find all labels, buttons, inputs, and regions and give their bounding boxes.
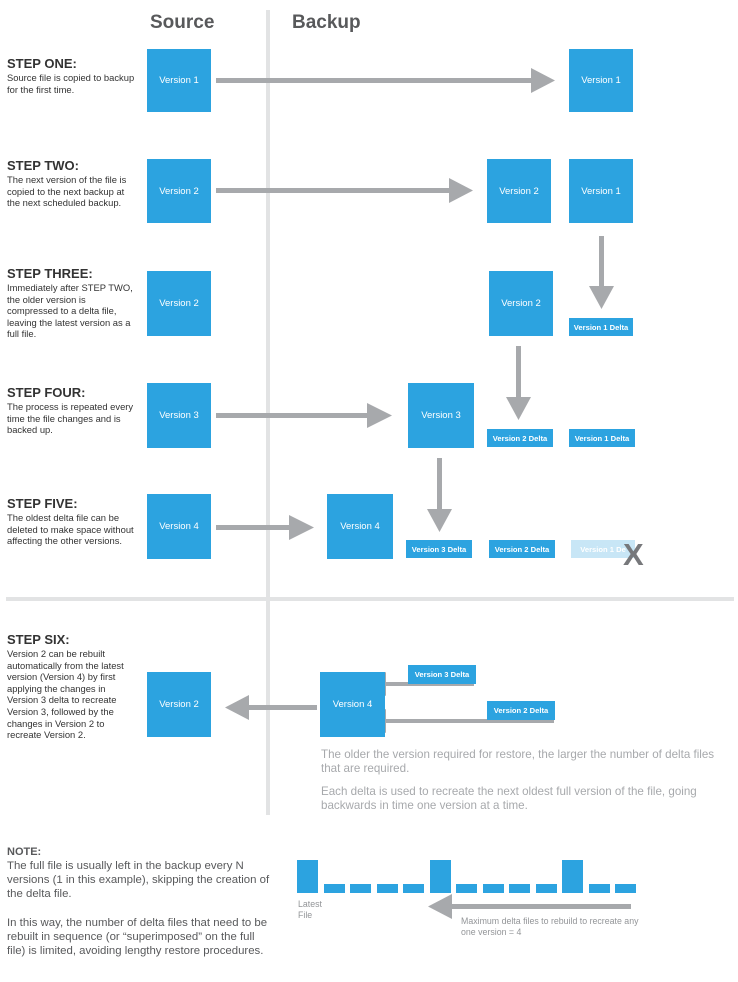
note-title: NOTE: bbox=[7, 846, 42, 858]
step-five-desc: The oldest delta file can be deleted to … bbox=[7, 512, 134, 547]
delete-x-icon: X bbox=[623, 537, 644, 572]
arrow-v2delta-in bbox=[384, 719, 554, 723]
arrow-step-five-down-head bbox=[427, 509, 452, 532]
step-six-version3-delta: Version 3 Delta bbox=[408, 665, 476, 684]
step-six-title: STEP SIX: bbox=[7, 632, 70, 647]
step-four-desc: The process is repeated every time the f… bbox=[7, 401, 134, 436]
arrow-step-four bbox=[216, 413, 370, 418]
arrow-step-six-left-head bbox=[225, 695, 249, 720]
step-four-version2-delta: Version 2 Delta bbox=[487, 429, 553, 447]
step-six-backup-version4: Version 4 bbox=[320, 672, 385, 737]
source-column-header: Source bbox=[150, 12, 215, 33]
sequence-delta-block bbox=[456, 884, 477, 893]
step-three-desc: Immediately after STEP TWO, the older ve… bbox=[7, 282, 133, 340]
step-six-version2-delta: Version 2 Delta bbox=[487, 701, 555, 720]
latest-file-label: Latest File bbox=[298, 899, 322, 920]
arrow-step-four-down bbox=[516, 346, 521, 399]
step-one-title: STEP ONE: bbox=[7, 56, 77, 71]
step-five-version3-delta: Version 3 Delta bbox=[406, 540, 472, 558]
sequence-delta-block bbox=[376, 884, 398, 893]
sequence-full-block bbox=[297, 860, 318, 893]
restore-note-2: Each delta is used to recreate the next … bbox=[321, 785, 697, 813]
step-five-title: STEP FIVE: bbox=[7, 496, 78, 511]
sequence-delta-block bbox=[403, 884, 424, 893]
step-three-version1-delta: Version 1 Delta bbox=[569, 318, 633, 336]
step-five-source-version4: Version 4 bbox=[147, 494, 211, 559]
arrow-step-five-down bbox=[437, 458, 442, 511]
arrow-step-two-head bbox=[449, 178, 473, 203]
step-six-restored-version2: Version 2 bbox=[147, 672, 211, 737]
sequence-delta-block bbox=[509, 884, 530, 893]
sequence-delta-block bbox=[535, 884, 557, 893]
sequence-delta-block bbox=[323, 884, 345, 893]
step-two-desc: The next version of the file is copied t… bbox=[7, 174, 127, 209]
step-six-desc: Version 2 can be rebuilt automatically f… bbox=[7, 648, 124, 741]
backup-column-header: Backup bbox=[292, 12, 361, 33]
arrow-step-four-down-head bbox=[506, 397, 531, 420]
step-three-source-version2: Version 2 bbox=[147, 271, 211, 336]
step-five-version1-delta-deleted: Version 1 De bbox=[571, 540, 635, 558]
vertical-divider bbox=[266, 10, 270, 815]
step-one-backup-version1: Version 1 bbox=[569, 49, 633, 112]
step-three-backup-version2: Version 2 bbox=[489, 271, 553, 336]
step-two-backup-version2: Version 2 bbox=[487, 159, 551, 223]
step-one-source-version1: Version 1 bbox=[147, 49, 211, 112]
arrow-step-one-head bbox=[531, 68, 555, 93]
note-paragraph-2: In this way, the number of delta files t… bbox=[7, 917, 268, 958]
arrow-step-three-head bbox=[589, 286, 614, 309]
arrow-step-two bbox=[216, 188, 452, 193]
arrow-step-five bbox=[216, 525, 292, 530]
arrow-sequence bbox=[449, 904, 631, 909]
step-two-backup-version1: Version 1 bbox=[569, 159, 633, 223]
step-two-source-version2: Version 2 bbox=[147, 159, 211, 223]
arrow-step-six-left bbox=[246, 705, 317, 710]
sequence-full-block bbox=[562, 860, 583, 893]
arrow-step-three bbox=[599, 236, 604, 288]
arrow-step-four-head bbox=[367, 403, 392, 428]
step-one-desc: Source file is copied to backup for the … bbox=[7, 72, 135, 95]
step-four-version1-delta: Version 1 Delta bbox=[569, 429, 635, 447]
sequence-delta-block bbox=[350, 884, 371, 893]
sequence-delta-block bbox=[615, 884, 636, 893]
sequence-full-block bbox=[429, 860, 451, 893]
sequence-delta-block bbox=[588, 884, 610, 893]
horizontal-divider bbox=[6, 597, 734, 601]
arrow-step-five-head bbox=[289, 515, 314, 540]
sequence-delta-block bbox=[482, 884, 504, 893]
step-three-title: STEP THREE: bbox=[7, 266, 93, 281]
arrow-v3delta-in bbox=[384, 682, 474, 686]
step-four-backup-version3: Version 3 bbox=[408, 383, 474, 448]
arrow-sequence-head bbox=[428, 894, 452, 919]
max-delta-label: Maximum delta files to rebuild to recrea… bbox=[461, 916, 639, 937]
step-five-version2-delta: Version 2 Delta bbox=[489, 540, 555, 558]
restore-note-1: The older the version required for resto… bbox=[321, 748, 715, 776]
step-four-title: STEP FOUR: bbox=[7, 385, 86, 400]
arrow-step-one bbox=[216, 78, 534, 83]
step-four-source-version3: Version 3 bbox=[147, 383, 211, 448]
step-two-title: STEP TWO: bbox=[7, 158, 79, 173]
note-paragraph-1: The full file is usually left in the bac… bbox=[7, 860, 270, 901]
step-five-backup-version4: Version 4 bbox=[327, 494, 393, 559]
